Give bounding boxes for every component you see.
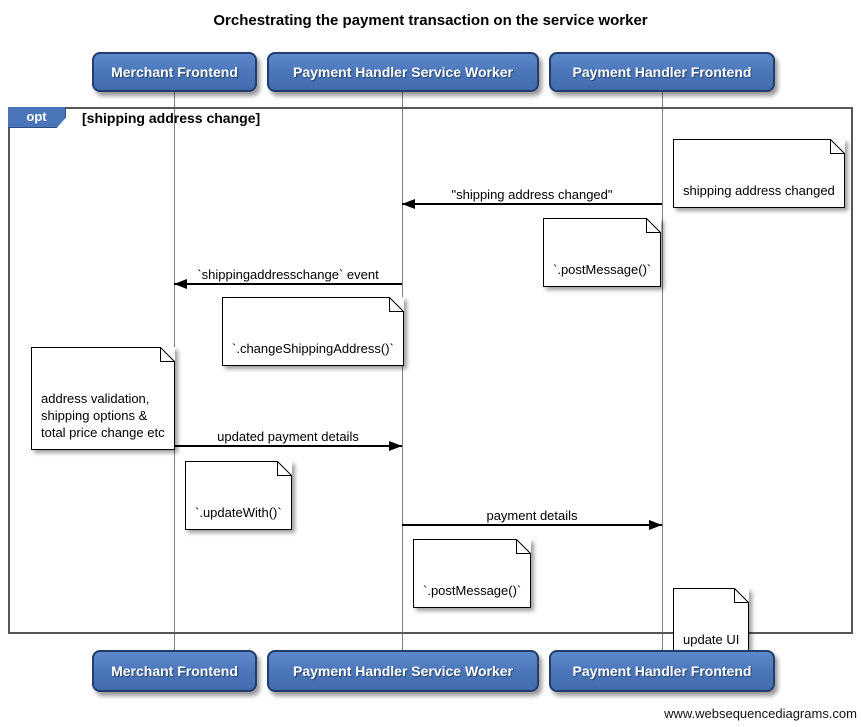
- message-label-shippingaddresschange-event: `shippingaddresschange` event: [197, 267, 379, 282]
- message-label-shipping-address-changed: "shipping address changed": [451, 187, 613, 202]
- diagram-title: Orchestrating the payment transaction on…: [213, 12, 648, 29]
- actor-payment-handler-service-worker-top: Payment Handler Service Worker: [267, 52, 539, 92]
- folded-corner-icon: [734, 588, 750, 603]
- arrowhead-left-icon: [174, 279, 187, 289]
- note-text: `.updateWith()`: [195, 505, 282, 520]
- message-line: [402, 524, 662, 526]
- folded-corner-icon: [516, 539, 532, 554]
- lifeline-payment-handler-frontend: [662, 92, 663, 650]
- folded-corner-icon: [276, 461, 292, 476]
- note-text: address validation, shipping options & t…: [41, 391, 165, 440]
- message-line: [402, 203, 662, 205]
- message-label-payment-details: payment details: [486, 508, 578, 523]
- actor-payment-handler-service-worker-bottom: Payment Handler Service Worker: [267, 650, 539, 692]
- actor-payment-handler-frontend-top: Payment Handler Frontend: [549, 52, 775, 92]
- folded-corner-icon: [646, 218, 662, 233]
- folded-corner-icon: [388, 297, 404, 312]
- arrowhead-left-icon: [402, 199, 415, 209]
- message-line: [174, 445, 402, 447]
- message-line: [174, 283, 402, 285]
- note-postmessage-frontend: `.postMessage()`: [543, 218, 662, 287]
- actor-payment-handler-frontend-bottom: Payment Handler Frontend: [549, 650, 775, 692]
- note-text: `.changeShippingAddress()`: [232, 341, 394, 356]
- arrowhead-right-icon: [649, 520, 662, 530]
- folded-corner-icon: [829, 139, 845, 154]
- arrowhead-right-icon: [389, 441, 402, 451]
- actor-merchant-frontend-bottom: Merchant Frontend: [92, 650, 257, 692]
- folded-corner-icon: [159, 347, 175, 362]
- note-text: update UI: [683, 632, 740, 647]
- lifeline-payment-handler-service-worker: [402, 92, 403, 650]
- note-text: `.postMessage()`: [423, 583, 522, 598]
- opt-fragment-frame: opt [shipping address change]: [8, 107, 853, 634]
- note-postmessage-service-worker: `.postMessage()`: [413, 539, 532, 608]
- note-shipping-address-changed: shipping address changed: [673, 139, 845, 208]
- note-updatewith: `.updateWith()`: [185, 461, 292, 530]
- opt-operator-tab: opt: [8, 107, 66, 128]
- note-text: `.postMessage()`: [553, 262, 652, 277]
- note-update-ui: update UI: [673, 588, 750, 657]
- opt-guard-label: [shipping address change]: [82, 110, 261, 126]
- note-changeshippingaddress: `.changeShippingAddress()`: [222, 297, 404, 366]
- note-text: shipping address changed: [683, 183, 835, 198]
- websequencediagrams-watermark: www.websequencediagrams.com: [664, 706, 857, 721]
- actor-merchant-frontend-top: Merchant Frontend: [92, 52, 257, 92]
- note-address-validation: address validation, shipping options & t…: [31, 347, 175, 450]
- message-label-updated-payment-details: updated payment details: [217, 429, 359, 444]
